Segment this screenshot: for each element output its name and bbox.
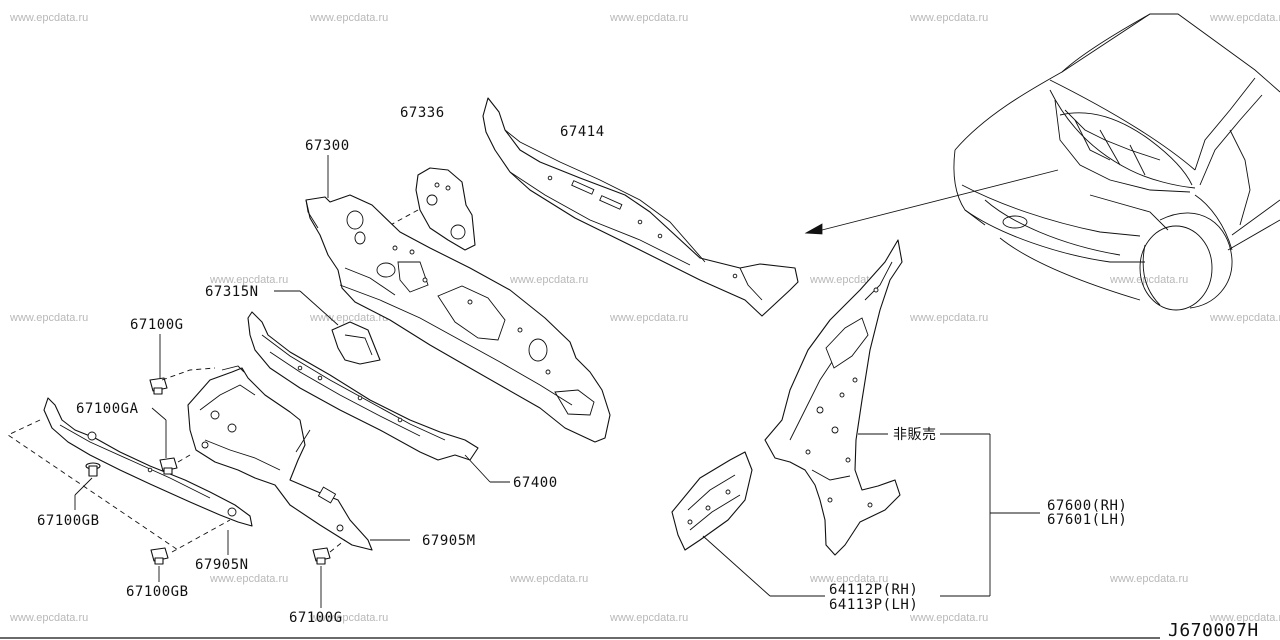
part-labels: 67336 67414 67300 67315N 67100G 67100GA …	[37, 105, 1259, 640]
part-67905n-bracket	[43, 397, 253, 527]
watermark: www.epcdata.ru	[609, 612, 688, 624]
dashed-guides	[7, 367, 346, 553]
watermark: www.epcdata.ru	[809, 573, 888, 585]
watermark: www.epcdata.ru	[1209, 612, 1280, 624]
car-overview-illustration	[804, 13, 1280, 311]
watermarks: www.epcdata.ru www.epcdata.ru www.epcdat…	[9, 12, 1280, 624]
watermark: www.epcdata.ru	[509, 274, 588, 286]
watermark: www.epcdata.ru	[909, 312, 988, 324]
label-64113p-lh: 64113P(LH)	[829, 597, 918, 613]
watermark: www.epcdata.ru	[309, 12, 388, 24]
label-67400: 67400	[513, 475, 558, 491]
part-67315n-bracket	[331, 321, 381, 365]
label-67601-lh: 67601(LH)	[1047, 512, 1127, 528]
part-67300-dash-panel	[305, 194, 611, 443]
label-67100g-bottom: 67100G	[289, 610, 343, 626]
watermark: www.epcdata.ru	[909, 612, 988, 624]
label-not-for-sale: 非販売	[893, 427, 937, 443]
watermark: www.epcdata.ru	[1109, 274, 1188, 286]
watermark: www.epcdata.ru	[209, 573, 288, 585]
label-67336: 67336	[400, 105, 445, 121]
clip-67100gb-bottom	[150, 547, 169, 565]
clip-67100g-bottom	[312, 547, 331, 565]
diagram-code: J670007H	[1168, 620, 1259, 640]
watermark: www.epcdata.ru	[209, 274, 288, 286]
label-67414: 67414	[560, 124, 605, 140]
part-67905m-bracket	[187, 365, 373, 551]
label-67100gb-left: 67100GB	[37, 513, 100, 529]
watermark: www.epcdata.ru	[9, 312, 88, 324]
label-64112p-rh: 64112P(RH)	[829, 582, 918, 598]
part-64112p-hoodledge	[671, 451, 753, 551]
watermark: www.epcdata.ru	[609, 12, 688, 24]
watermark: www.epcdata.ru	[309, 312, 388, 324]
part-67414-cowl-top	[482, 97, 799, 317]
part-67600-side-dash	[764, 239, 903, 556]
watermark: www.epcdata.ru	[509, 573, 588, 585]
part-67336-insulator	[384, 167, 476, 251]
clip-67100ga	[159, 457, 178, 475]
label-67905m: 67905M	[422, 533, 476, 549]
watermark: www.epcdata.ru	[609, 312, 688, 324]
watermark: www.epcdata.ru	[1209, 12, 1280, 24]
watermark: www.epcdata.ru	[1109, 573, 1188, 585]
label-67600-rh: 67600(RH)	[1047, 498, 1127, 514]
label-67315n: 67315N	[205, 284, 259, 300]
leader-lines	[74, 155, 1040, 608]
label-67100gb-bottom: 67100GB	[126, 584, 189, 600]
watermark: www.epcdata.ru	[309, 612, 388, 624]
clip-67100g-top	[149, 377, 168, 395]
label-67100ga: 67100GA	[76, 401, 139, 417]
label-67300: 67300	[305, 138, 350, 154]
watermark: www.epcdata.ru	[1209, 312, 1280, 324]
label-67100g-top: 67100G	[130, 317, 184, 333]
clip-67100gb-left	[85, 462, 101, 477]
label-67905n: 67905N	[195, 557, 249, 573]
part-67400-cross-member	[247, 311, 479, 461]
watermark: www.epcdata.ru	[909, 12, 988, 24]
watermark: www.epcdata.ru	[9, 612, 88, 624]
watermark: www.epcdata.ru	[9, 12, 88, 24]
